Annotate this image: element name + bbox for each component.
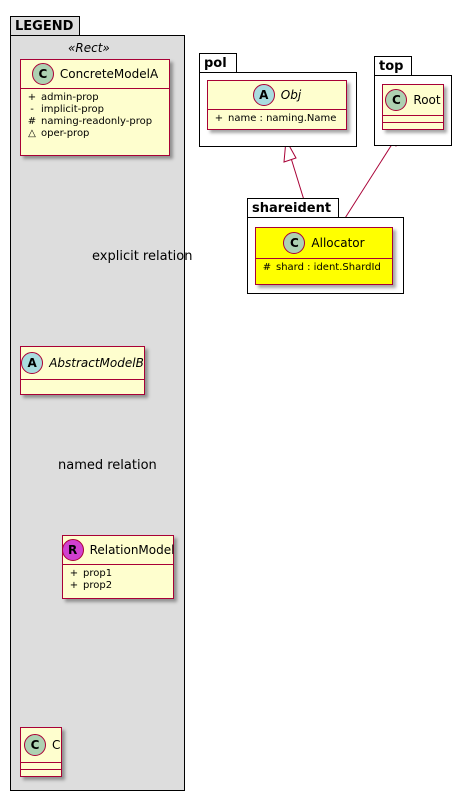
class-allocator[interactable]: C Allocator # shard : ident.ShardId — [255, 227, 393, 285]
attribute-row: # naming-readonly-prop — [27, 116, 163, 128]
class-root[interactable]: C Root — [382, 84, 444, 130]
attribute-name: name : naming.Name — [228, 113, 337, 124]
attribute-name: oper-prop — [41, 128, 90, 139]
class-name: C — [52, 738, 61, 752]
attribute-list: + name : naming.Name — [208, 110, 346, 128]
class-name: RelationModel — [89, 543, 175, 557]
attribute-row: △ oper-prop — [27, 128, 163, 140]
top-package-tab: top — [374, 56, 412, 76]
explicit-relation-label: explicit relation — [92, 249, 193, 264]
public-visibility-icon: + — [214, 113, 224, 124]
relation-badge-icon: R — [61, 539, 84, 561]
attribute-name: implicit-prop — [41, 104, 104, 115]
class-c[interactable]: C C — [20, 727, 62, 777]
public-visibility-icon: + — [69, 580, 79, 591]
abstract-badge-icon: A — [252, 84, 275, 106]
attribute-row: + name : naming.Name — [214, 113, 340, 125]
class-badge-icon: C — [24, 734, 46, 756]
attribute-name: prop2 — [83, 580, 113, 591]
class-obj[interactable]: A Obj + name : naming.Name — [207, 80, 347, 130]
class-badge-icon: C — [385, 89, 408, 111]
attribute-row: + prop1 — [69, 568, 167, 580]
class-name: AbstractModelB — [49, 356, 144, 370]
package-visibility-icon: △ — [28, 128, 36, 139]
attribute-name: naming-readonly-prop — [41, 116, 153, 127]
attribute-list: + prop1 + prop2 — [63, 565, 173, 595]
class-name: Root — [413, 93, 441, 107]
pol-package-tab: pol — [199, 53, 237, 73]
public-visibility-icon: + — [27, 92, 37, 103]
class-name: Allocator — [311, 236, 365, 250]
composition-edge — [339, 137, 397, 227]
abstract-badge-icon: A — [21, 352, 44, 374]
attribute-row: # shard : ident.ShardId — [262, 262, 386, 274]
attribute-name: shard : ident.ShardId — [276, 262, 381, 273]
class-concrete-model-a[interactable]: C ConcreteModelA + admin-prop - implicit… — [20, 59, 170, 156]
legend-package-tab: LEGEND — [10, 16, 80, 36]
attribute-list: + admin-prop - implicit-prop # naming-re… — [21, 89, 169, 143]
attribute-name: admin-prop — [41, 92, 99, 103]
class-name: ConcreteModelA — [59, 67, 159, 81]
shareident-package-tab: shareident — [247, 198, 339, 218]
class-abstract-model-b[interactable]: A AbstractModelB — [20, 346, 145, 395]
class-badge-icon: C — [31, 63, 54, 85]
attribute-row: - implicit-prop — [27, 104, 163, 116]
protected-visibility-icon: # — [27, 116, 37, 127]
class-badge-icon: C — [283, 232, 306, 254]
attribute-name: prop1 — [83, 568, 113, 579]
class-relation-model[interactable]: R RelationModel + prop1 + prop2 — [61, 535, 175, 599]
public-visibility-icon: + — [69, 568, 79, 579]
class-name: Obj — [280, 88, 302, 102]
attribute-row: + prop2 — [69, 580, 167, 592]
named-relation-label: named relation — [58, 458, 157, 473]
legend-stereotype: «Rect» — [68, 41, 110, 55]
legend-package: LEGEND — [10, 16, 185, 791]
attribute-list: # shard : ident.ShardId — [256, 259, 392, 277]
protected-visibility-icon: # — [262, 262, 272, 273]
attribute-row: + admin-prop — [27, 92, 163, 104]
private-visibility-icon: - — [30, 104, 34, 115]
